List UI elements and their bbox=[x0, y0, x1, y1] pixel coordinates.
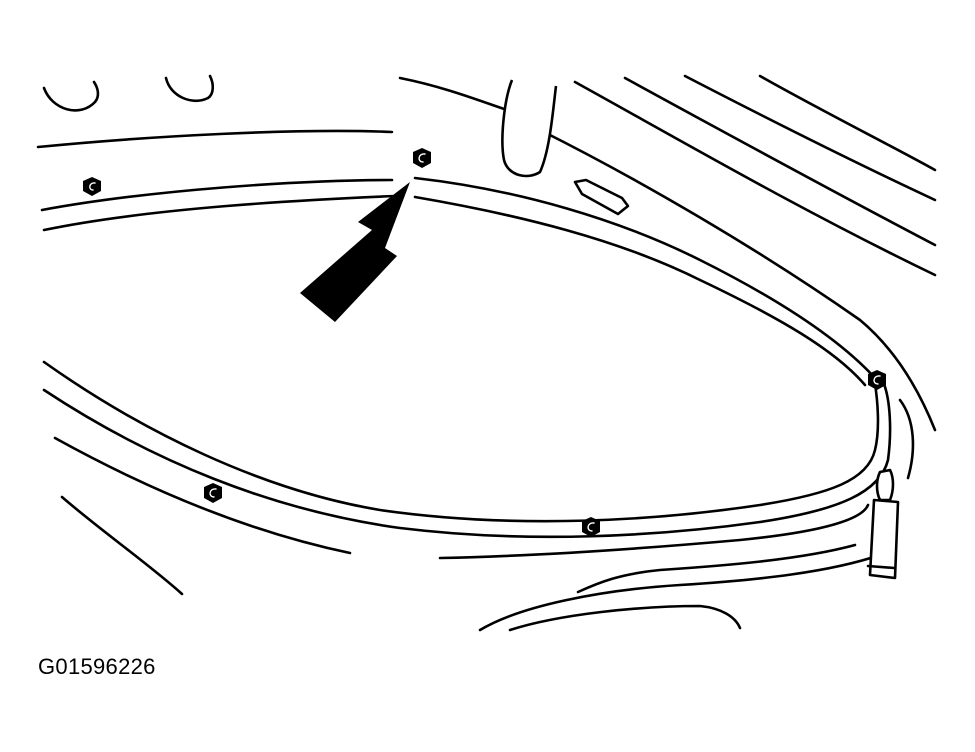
figure-id-label: G01596226 bbox=[38, 654, 156, 679]
fastener-nut bbox=[83, 177, 101, 196]
connector-plug bbox=[866, 468, 900, 580]
fastener-nut bbox=[868, 370, 886, 390]
fastener-nut-target bbox=[413, 148, 431, 168]
handle-bracket bbox=[501, 79, 558, 178]
trim-panel-lower-edge bbox=[42, 360, 915, 596]
retainer-hooks bbox=[42, 74, 215, 112]
fastener-nut bbox=[204, 483, 222, 503]
pointer-arrow bbox=[300, 182, 410, 322]
fastener-nut bbox=[582, 517, 600, 537]
panel-tab bbox=[573, 178, 630, 216]
lower-harness-lines bbox=[478, 543, 882, 632]
trim-panel-upper-edge bbox=[36, 129, 877, 387]
upper-body-lines bbox=[398, 74, 937, 432]
